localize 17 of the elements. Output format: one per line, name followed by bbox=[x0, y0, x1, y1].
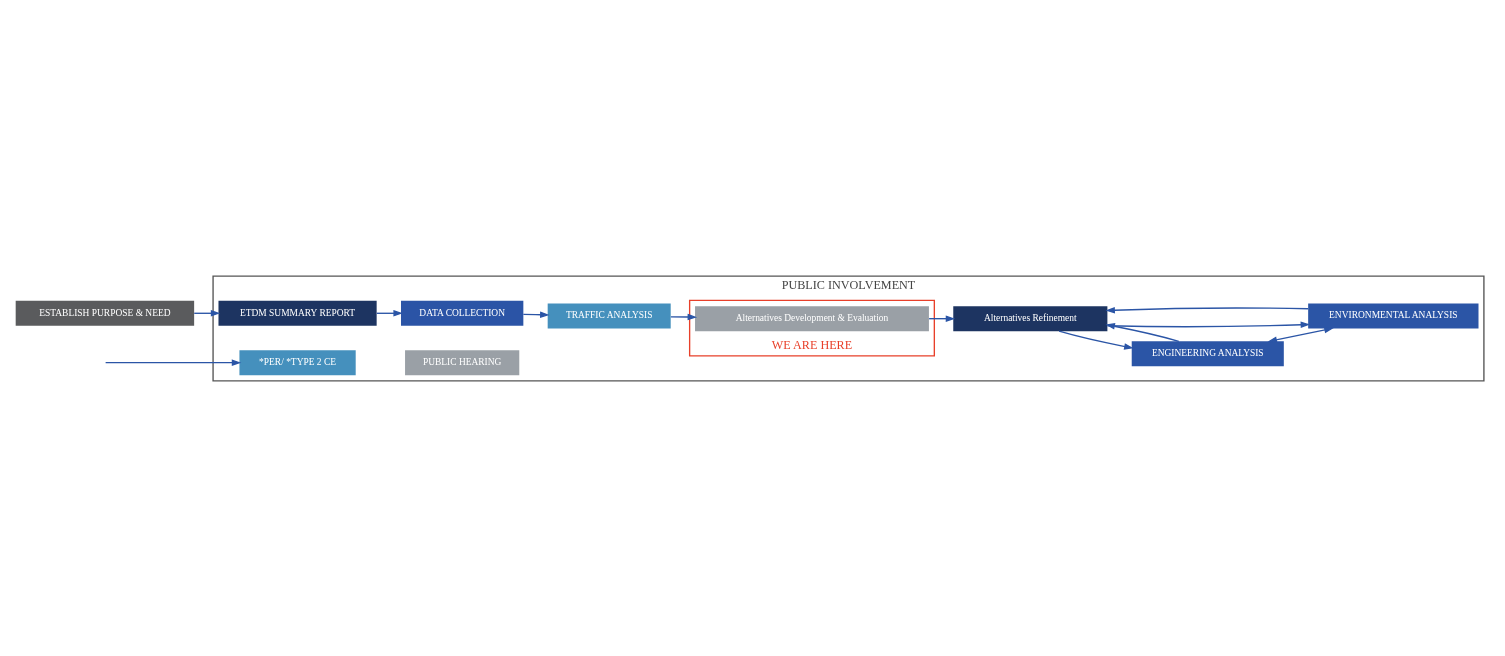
arrow bbox=[670, 313, 698, 320]
arrow bbox=[104, 358, 242, 366]
node-box: ENGINEERING ANALYSIS bbox=[1131, 340, 1284, 366]
node-box: Alternatives Development & Evaluation bbox=[695, 305, 929, 331]
node-box: ENVIRONMENTAL ANALYSIS bbox=[1308, 303, 1479, 328]
node-box: Alternatives Refinement bbox=[953, 305, 1108, 331]
node-box: ETDM SUMMARY REPORT bbox=[218, 300, 377, 326]
arrow bbox=[1106, 320, 1311, 328]
arrow bbox=[1105, 322, 1180, 342]
node-box: DATA COLLECTION bbox=[401, 300, 524, 326]
node-box: PUBLIC HEARING bbox=[405, 349, 520, 375]
arrow bbox=[1058, 330, 1134, 350]
node-box: TRAFFIC ANALYSIS bbox=[547, 303, 671, 328]
node-box: ESTABLISH PURPOSE & NEED bbox=[15, 300, 195, 326]
arrow bbox=[1105, 306, 1309, 314]
arrow bbox=[1267, 326, 1334, 343]
node-box: *PER/ *TYPE 2 CE bbox=[239, 349, 356, 375]
